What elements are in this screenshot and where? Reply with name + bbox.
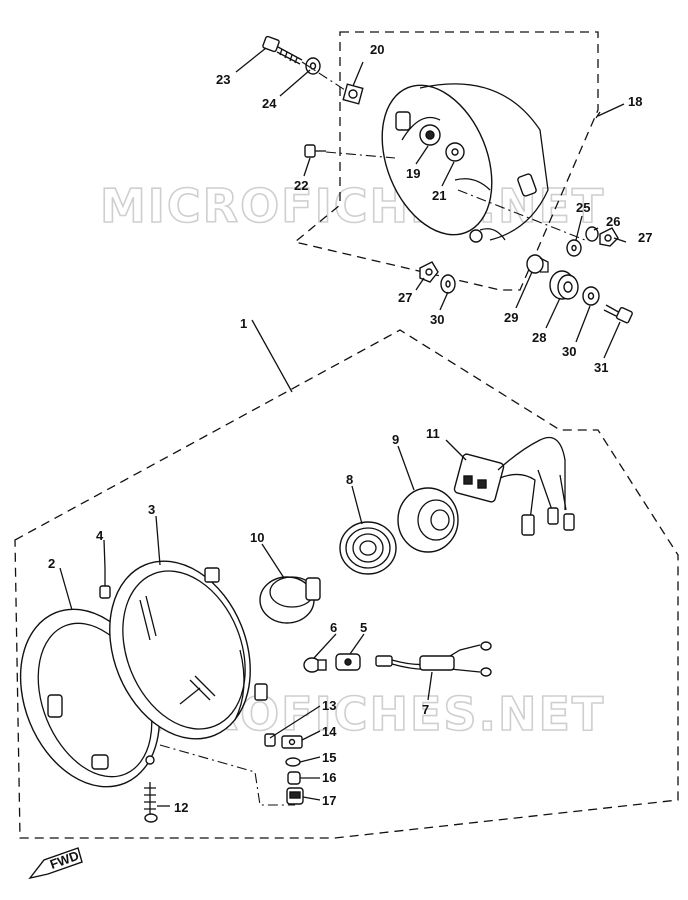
callout-23: 23 xyxy=(216,72,230,87)
callout-13: 13 xyxy=(322,698,336,713)
callout-30-right: 30 xyxy=(562,344,576,359)
washer-25 xyxy=(566,239,582,257)
callout-8: 8 xyxy=(346,472,353,487)
headlight-assembly-outline xyxy=(14,329,679,839)
callout-9: 9 xyxy=(392,432,399,447)
callout-15: 15 xyxy=(322,750,336,765)
callout-17: 17 xyxy=(322,793,336,808)
washer-26 xyxy=(585,226,599,242)
callout-19: 19 xyxy=(406,166,420,181)
bulb-socket-spring xyxy=(339,521,397,575)
callout-14: 14 xyxy=(322,724,337,739)
nut-27-right xyxy=(599,227,619,247)
callout-25: 25 xyxy=(576,200,590,215)
connector-harness xyxy=(453,436,575,536)
washer-15 xyxy=(285,757,301,767)
collar-29 xyxy=(526,254,549,274)
callout-6: 6 xyxy=(330,620,337,635)
body-group-outline xyxy=(293,31,599,291)
callout-21: 21 xyxy=(432,188,446,203)
sub-cord-7 xyxy=(375,641,492,677)
bolt-31 xyxy=(603,304,633,324)
washer-30-right xyxy=(582,286,600,306)
callout-3: 3 xyxy=(148,502,155,517)
callout-11: 11 xyxy=(426,426,440,441)
spring-16 xyxy=(287,771,301,785)
nut-17 xyxy=(286,787,304,805)
callout-24: 24 xyxy=(262,96,277,111)
nut-27-left xyxy=(419,261,439,283)
callout-26: 26 xyxy=(606,214,620,229)
callout-1: 1 xyxy=(240,316,247,331)
position-bulb-6 xyxy=(303,657,327,673)
callout-30-left: 30 xyxy=(430,312,444,327)
screw-12 xyxy=(144,782,158,823)
callout-18: 18 xyxy=(628,94,642,109)
headlight-body xyxy=(381,83,549,243)
screw-4 xyxy=(99,568,111,599)
square-nut-20 xyxy=(342,83,364,105)
callout-31: 31 xyxy=(594,360,608,375)
callout-7: 7 xyxy=(422,702,429,717)
bolt-23 xyxy=(262,35,303,65)
bracket-19 xyxy=(419,124,441,146)
callout-4: 4 xyxy=(96,528,104,543)
callout-16: 16 xyxy=(322,770,336,785)
lens-unit xyxy=(109,560,251,740)
callout-22: 22 xyxy=(294,178,308,193)
headlight-bulb xyxy=(259,576,321,624)
fwd-arrow-icon: FWD xyxy=(28,847,83,880)
grommet-21 xyxy=(445,142,465,162)
callout-20: 20 xyxy=(370,42,384,57)
callout-27-right: 27 xyxy=(638,230,652,245)
callout-28: 28 xyxy=(532,330,546,345)
callout-5: 5 xyxy=(360,620,367,635)
callout-10: 10 xyxy=(250,530,264,545)
screw-22 xyxy=(304,144,326,158)
callout-12: 12 xyxy=(174,800,188,815)
callout-numbers: 1 2 3 4 5 6 7 8 9 10 11 12 13 14 15 16 1… xyxy=(48,42,652,815)
washer-30-left xyxy=(440,274,456,294)
leader-lines xyxy=(59,47,627,807)
bulb-cover xyxy=(397,487,459,553)
bulb-socket-5 xyxy=(335,653,361,671)
callout-2: 2 xyxy=(48,556,55,571)
damper-28 xyxy=(549,270,579,300)
plate-14 xyxy=(281,735,303,749)
callout-27-left: 27 xyxy=(398,290,412,305)
callout-29: 29 xyxy=(504,310,518,325)
